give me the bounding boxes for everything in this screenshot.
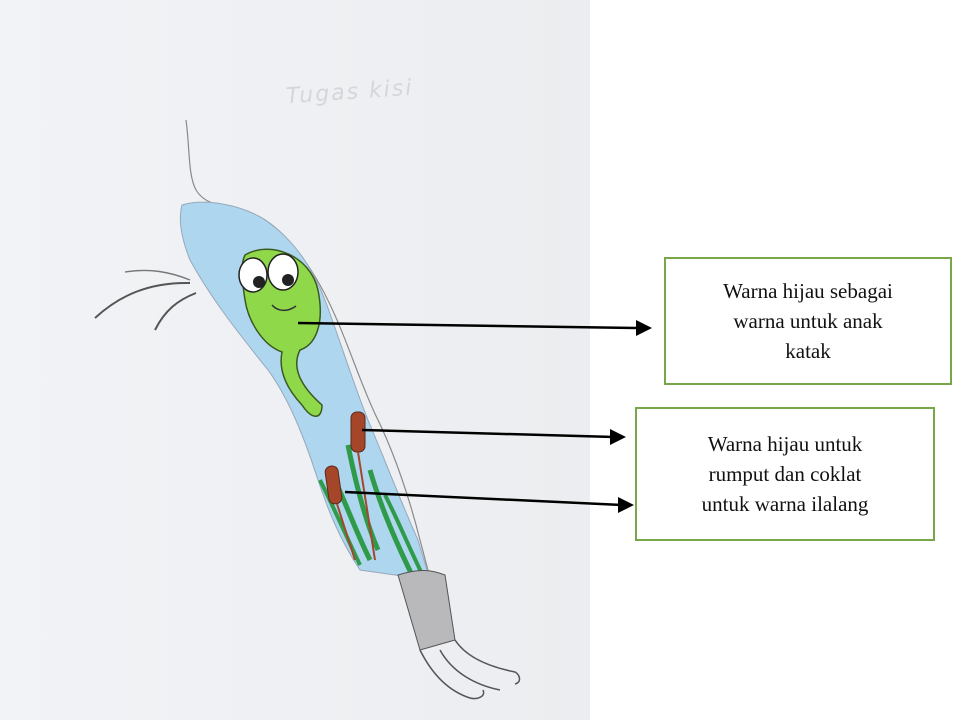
wrist-area <box>398 570 455 650</box>
feather-stroke-2 <box>125 270 190 280</box>
callout-line: Warna hijau sebagai <box>723 276 893 306</box>
feather-stroke-3 <box>155 293 196 330</box>
callout-line: rumput dan coklat <box>702 459 869 489</box>
callout-line: Warna hijau untuk <box>702 429 869 459</box>
callout-line: warna untuk anak <box>723 306 893 336</box>
callout-grass-reed-color: Warna hijau untuk rumput dan coklat untu… <box>635 407 935 541</box>
feather-stroke-1 <box>95 283 190 318</box>
callout-tadpole-color: Warna hijau sebagai warna untuk anak kat… <box>664 257 952 385</box>
claw-outline <box>420 640 520 699</box>
callout-line: untuk warna ilalang <box>702 489 869 519</box>
callout-line: katak <box>723 336 893 366</box>
